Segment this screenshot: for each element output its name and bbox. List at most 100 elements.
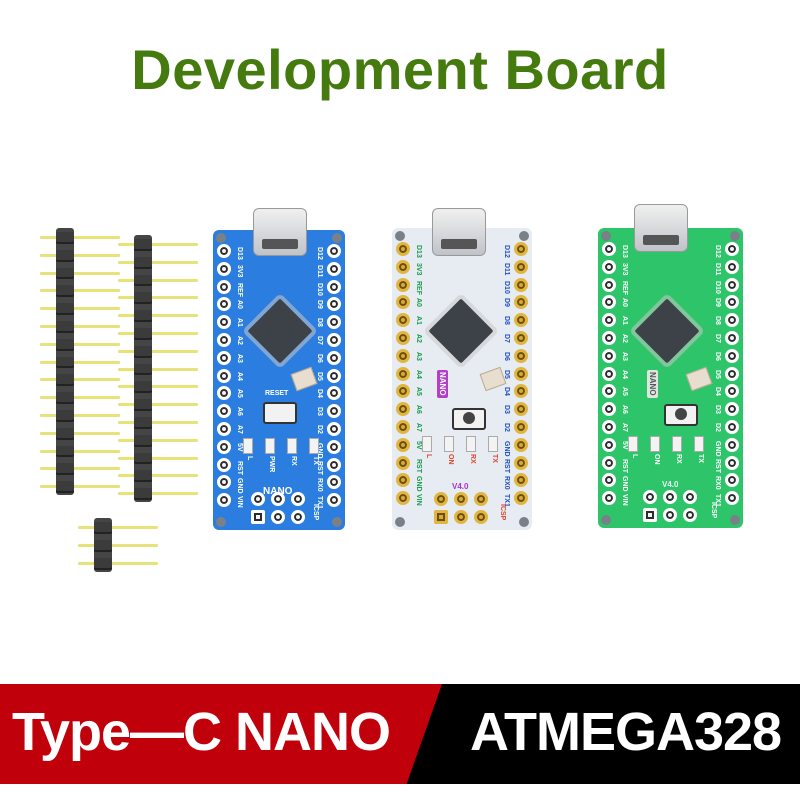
icsp-label: ICSP <box>710 502 717 519</box>
pin-label: VIN <box>415 494 422 506</box>
header-pin <box>40 413 120 417</box>
led-label: RX <box>469 454 476 464</box>
header-segment <box>56 356 74 369</box>
header-pin <box>78 526 158 529</box>
pin-hole-d11 <box>725 259 739 274</box>
pin-header-3 <box>78 518 158 578</box>
reset-button[interactable] <box>452 408 486 430</box>
pin-hole-d13 <box>602 242 616 256</box>
icsp-hole <box>642 490 657 504</box>
pin-hole-ref <box>396 277 410 292</box>
led-label: L <box>631 454 638 459</box>
header-pin <box>40 289 120 293</box>
mounting-hole <box>395 231 405 241</box>
led-l <box>422 436 432 452</box>
pin-hole-a1 <box>602 313 616 328</box>
header-pin <box>78 562 158 565</box>
pin-label: A5 <box>415 387 422 397</box>
nano-board-blue: RESET NANO D133V3REFA0A1A2A3A4A5A6A75VRS… <box>213 208 345 530</box>
pin-label: RST <box>236 460 243 475</box>
pin-hole-d6 <box>725 348 739 363</box>
pin-label: REF <box>415 280 422 295</box>
mounting-hole <box>216 233 226 243</box>
pin-hole-tx1 <box>514 491 528 506</box>
led-on <box>650 436 660 452</box>
pin-hole-a6 <box>217 404 231 419</box>
pin-label: D2 <box>714 423 721 432</box>
pin-hole-a2 <box>396 331 410 345</box>
reset-button[interactable] <box>263 402 297 424</box>
pin-label: D6 <box>714 351 721 361</box>
mounting-hole <box>332 233 342 243</box>
pin-label: A7 <box>236 425 243 434</box>
led-label: RX <box>290 456 297 466</box>
pin-label: A2 <box>236 336 243 345</box>
header-segment <box>134 381 152 394</box>
pin-hole-gnd <box>602 473 616 488</box>
pin-label: A7 <box>415 423 422 432</box>
pin-hole-a0 <box>217 297 231 312</box>
header-pin <box>118 260 198 264</box>
header-segment <box>134 292 152 305</box>
pin-label: 5V <box>415 440 422 450</box>
pin-label: D4 <box>503 387 510 397</box>
pin-label: D4 <box>316 389 323 399</box>
pin-label: RX0 <box>714 476 721 491</box>
pin-label: A3 <box>621 351 628 361</box>
mounting-hole <box>395 517 405 527</box>
header-segment <box>56 285 74 298</box>
icsp-hole <box>251 492 265 506</box>
pin-hole-a6 <box>396 402 410 417</box>
pin-label: D3 <box>503 405 510 415</box>
reset-button[interactable] <box>664 404 698 426</box>
icsp-hole <box>682 508 697 522</box>
pin-hole-d9 <box>725 295 739 310</box>
header-pin <box>78 544 158 547</box>
header-segment <box>134 434 152 447</box>
pin-hole-rst <box>725 455 739 470</box>
header-segment <box>56 267 74 280</box>
header-pin <box>40 271 120 275</box>
pin-hole-tx1 <box>725 491 739 506</box>
pin-label: D13 <box>621 245 628 258</box>
pin-hole-d12 <box>725 242 739 256</box>
header-pin <box>118 420 198 424</box>
pin-label: D2 <box>316 425 323 434</box>
icsp-hole <box>434 510 448 524</box>
led-pwr <box>265 438 275 454</box>
pin-hole-gnd <box>396 473 410 488</box>
pin-hole-a0 <box>602 295 616 310</box>
led-rx <box>672 436 682 452</box>
header-segment <box>56 249 74 262</box>
icsp-hole <box>474 492 488 506</box>
header-segment <box>94 522 112 534</box>
reset-label: RESET <box>265 390 289 397</box>
pin-label: A6 <box>621 405 628 415</box>
pin-hole-d3 <box>725 402 739 417</box>
pin-hole-ref <box>217 279 231 294</box>
pin-label: 3V3 <box>621 262 628 276</box>
pin-hole-vin <box>602 491 616 506</box>
pin-label: D4 <box>714 387 721 397</box>
header-pin <box>40 396 120 400</box>
pin-hole-a7 <box>396 420 410 434</box>
pin-hole-d8 <box>327 315 341 330</box>
icsp-hole <box>271 510 285 524</box>
pin-label: VIN <box>236 496 243 508</box>
version-label: V4.0 <box>452 482 469 491</box>
pin-label: D11 <box>503 262 510 276</box>
pin-label: A5 <box>236 389 243 399</box>
pin-hole-d10 <box>725 277 739 292</box>
led-on <box>444 436 454 452</box>
pin-hole-a0 <box>396 295 410 310</box>
pin-hole-d7 <box>725 331 739 345</box>
pin-label: D7 <box>503 334 510 343</box>
header-segment <box>56 481 74 493</box>
pin-label: D13 <box>415 245 422 258</box>
led-label: TX <box>491 454 498 463</box>
pin-hole-d2 <box>725 420 739 434</box>
pin-hole-rst <box>327 457 341 472</box>
pin-label: A1 <box>415 316 422 326</box>
pin-hole-vin <box>396 491 410 506</box>
pin-label: A1 <box>236 318 243 328</box>
